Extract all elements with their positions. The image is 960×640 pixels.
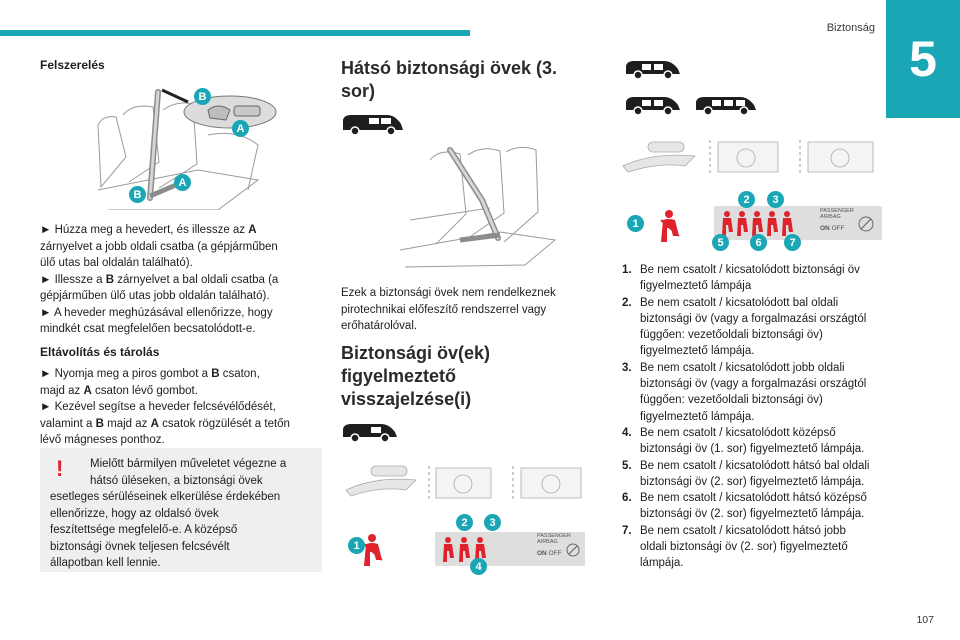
text-line: ► Nyomja meg a piros gombot a B csaton, [40, 368, 260, 380]
seat-belt-fitting-illustration [97, 88, 277, 210]
callout-7-right: 7 [784, 234, 801, 251]
callout-B-top: B [194, 88, 211, 105]
text-line: ülő utas bal oldalán található). [40, 257, 193, 269]
dashboard-variants-illustration [345, 465, 582, 500]
warning-icon: ! [56, 456, 64, 481]
warning-text: Mielőtt bármilyen műveletet végezne a há… [50, 458, 287, 569]
chapter-number-tab: 5 [886, 0, 960, 118]
legend-item: 5.Be nem csatolt / kicsatolódott hátsó b… [622, 459, 870, 488]
text-line: ► Illessze a B zárnyelvet a bal oldali c… [40, 273, 279, 286]
text-line: ► A heveder meghúzásával ellenőrizze, ho… [40, 306, 273, 319]
text-line: majd az A csaton lévő gombot. [40, 384, 198, 397]
airbag-off-icon-right [858, 216, 874, 232]
dashboard-variants-illustration-right [622, 140, 874, 176]
rear-belts-description: Ezek a biztonsági övek nem rendelkeznek … [341, 287, 556, 332]
legend-item: 3.Be nem csatolt / kicsatolódott jobb ol… [622, 361, 867, 423]
legend-item: 4.Be nem csatolt / kicsatolódott középső… [622, 426, 865, 456]
airbag-on-off-label: ON OFF [537, 550, 562, 557]
callout-1-right: 1 [627, 215, 644, 232]
legend-item: 2.Be nem csatolt / kicsatolódott bal old… [622, 296, 867, 358]
seatbelt-warning-lamp-icon [363, 534, 383, 566]
callout-6-right: 6 [750, 234, 767, 251]
vehicle-long-wheelbase-icon [343, 115, 403, 136]
airbag-on-off-label-right: ON OFF [820, 225, 845, 232]
callout-1: 1 [348, 537, 365, 554]
callout-B-bottom: B [129, 186, 146, 203]
callout-4: 4 [470, 558, 487, 575]
vehicle-passenger-icon [626, 61, 680, 80]
third-row-seat-illustration [399, 146, 557, 268]
callout-2-right: 2 [738, 191, 755, 208]
header-accent-bar [0, 30, 470, 36]
page-number: 107 [916, 614, 934, 626]
heading-removal: Eltávolítás és tárolás [40, 345, 160, 359]
text-line: gépjárműben ülő utas jobb oldalán találh… [40, 290, 270, 302]
section-title: Biztonság [826, 22, 875, 34]
fitting-instructions: ► Húzza meg a hevedert, és illessze az A… [40, 222, 330, 338]
vehicle-van-icon [343, 424, 397, 443]
vehicle-long-icon [696, 97, 756, 116]
rear-seatbelt-lamps-icon-right [722, 211, 793, 236]
callout-2: 2 [456, 514, 473, 531]
callout-3-right: 3 [767, 191, 784, 208]
removal-instructions: ► Nyomja meg a piros gombot a B csaton, … [40, 366, 330, 449]
seatbelt-warning-lamp-icon-right [660, 210, 680, 242]
callout-3: 3 [484, 514, 501, 531]
legend-item: 6.Be nem csatolt / kicsatolódott hátsó k… [622, 492, 867, 521]
legend-item: 1.Be nem csatolt / kicsatolódott biztons… [622, 264, 860, 293]
callout-A-top: A [232, 120, 249, 137]
text-line: ► Kezével segítse a heveder felcsévélődé… [40, 401, 276, 413]
vehicle-standard-icon [626, 97, 680, 116]
heading-rear-belts: Hátsó biztonsági övek (3. sor) [341, 58, 558, 101]
text-line: zárnyelvet a jobb oldali csatba (a gépjá… [40, 240, 278, 253]
text-line: lévő mágneses ponthoz. [40, 434, 165, 446]
text-line: ► Húzza meg a hevedert, és illessze az A [40, 224, 257, 236]
warning-note: ! Mielőtt bármilyen műveletet végezne a … [40, 448, 322, 572]
text-line: valamint a B majd az A csatok rögzülését… [40, 417, 290, 430]
airbag-off-icon [566, 543, 580, 557]
legend-item: 7.Be nem csatolt / kicsatolódott hátsó j… [622, 524, 848, 570]
warning-lamp-legend: 1.Be nem csatolt / kicsatolódott biztons… [622, 262, 887, 572]
heading-belt-warning: Biztonsági öv(ek) figyelmeztető visszaje… [341, 343, 491, 409]
callout-5-right: 5 [712, 234, 729, 251]
text-line: mindkét csat megfelelően becsatolódott-e… [40, 323, 256, 335]
heading-fitting: Felszerelés [40, 58, 105, 72]
callout-A-bottom: A [174, 174, 191, 191]
rear-seatbelt-lamps-icon [443, 537, 486, 562]
